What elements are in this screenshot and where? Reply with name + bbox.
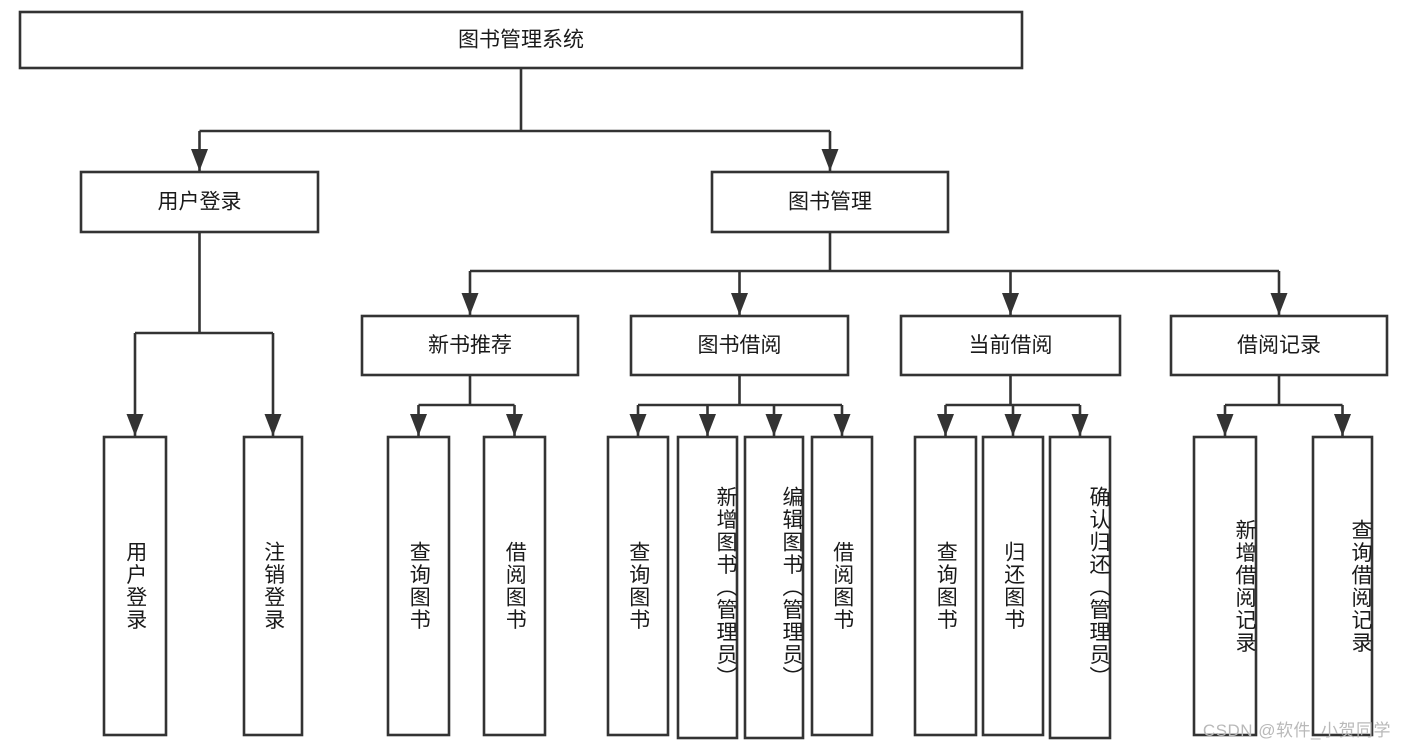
node-box-leaf-user-logout[interactable] — [242, 435, 304, 737]
node-label-user-login: 用户登录 — [158, 191, 242, 214]
node-label-book-manage: 图书管理 — [788, 191, 872, 214]
node-box-book-borrow[interactable] — [629, 314, 850, 377]
node-box-leaf-query-book-rec[interactable] — [386, 435, 451, 737]
node-box-new-book-rec[interactable] — [360, 314, 580, 377]
node-box-leaf-query-book-cur[interactable] — [913, 435, 978, 737]
node-box-leaf-borrow-book[interactable] — [810, 435, 874, 737]
connector-current-borrow-arrow-2 — [1071, 414, 1089, 436]
node-label-book-borrow: 图书借阅 — [698, 334, 782, 357]
node-box-leaf-query-book[interactable] — [606, 435, 670, 737]
node-box-leaf-add-book[interactable] — [676, 435, 739, 740]
connector-book-borrow-arrow-2 — [765, 414, 783, 436]
node-label-new-book-rec: 新书推荐 — [428, 334, 512, 357]
connector-root-arrow-0 — [191, 149, 208, 171]
watermark: CSDN @软件_小贺同学 — [1202, 721, 1391, 740]
node-box-leaf-add-record[interactable] — [1192, 435, 1258, 737]
connector-book-manage-arrow-2 — [1002, 293, 1019, 315]
connector-root-arrow-1 — [821, 149, 839, 171]
connector-book-borrow-arrow-0 — [629, 414, 647, 436]
connector-book-borrow-arrow-1 — [699, 414, 716, 436]
node-box-leaf-query-record[interactable] — [1311, 435, 1374, 737]
node-box-leaf-borrow-book-rec[interactable] — [482, 435, 547, 737]
connector-user-login-arrow-0 — [126, 414, 144, 436]
connector-layer — [126, 68, 1351, 436]
node-box-leaf-return-book[interactable] — [981, 435, 1045, 737]
connector-book-manage-arrow-0 — [461, 293, 479, 315]
node-label-current-borrow: 当前借阅 — [969, 334, 1053, 357]
connector-borrow-record-arrow-0 — [1216, 414, 1234, 436]
node-box-leaf-user-login[interactable] — [102, 435, 168, 737]
node-box-current-borrow[interactable] — [899, 314, 1122, 377]
node-label-root: 图书管理系统 — [458, 29, 584, 52]
connector-current-borrow-arrow-1 — [1004, 414, 1022, 436]
node-box-leaf-edit-book[interactable] — [743, 435, 805, 740]
connector-new-book-rec-arrow-1 — [506, 414, 523, 436]
connector-user-login-arrow-1 — [264, 414, 282, 436]
connector-borrow-record-arrow-1 — [1334, 414, 1351, 436]
connector-current-borrow-arrow-0 — [937, 414, 954, 436]
connector-book-borrow-arrow-3 — [833, 414, 851, 436]
node-box-root[interactable] — [18, 10, 1024, 70]
connector-new-book-rec-arrow-0 — [410, 414, 427, 436]
node-box-user-login[interactable] — [79, 170, 320, 234]
node-label-borrow-record: 借阅记录 — [1237, 334, 1321, 357]
node-box-book-manage[interactable] — [710, 170, 950, 234]
connector-book-manage-arrow-1 — [731, 293, 748, 315]
node-box-leaf-confirm-return[interactable] — [1048, 435, 1112, 740]
connector-book-manage-arrow-3 — [1270, 293, 1288, 315]
node-box-borrow-record[interactable] — [1169, 314, 1389, 377]
